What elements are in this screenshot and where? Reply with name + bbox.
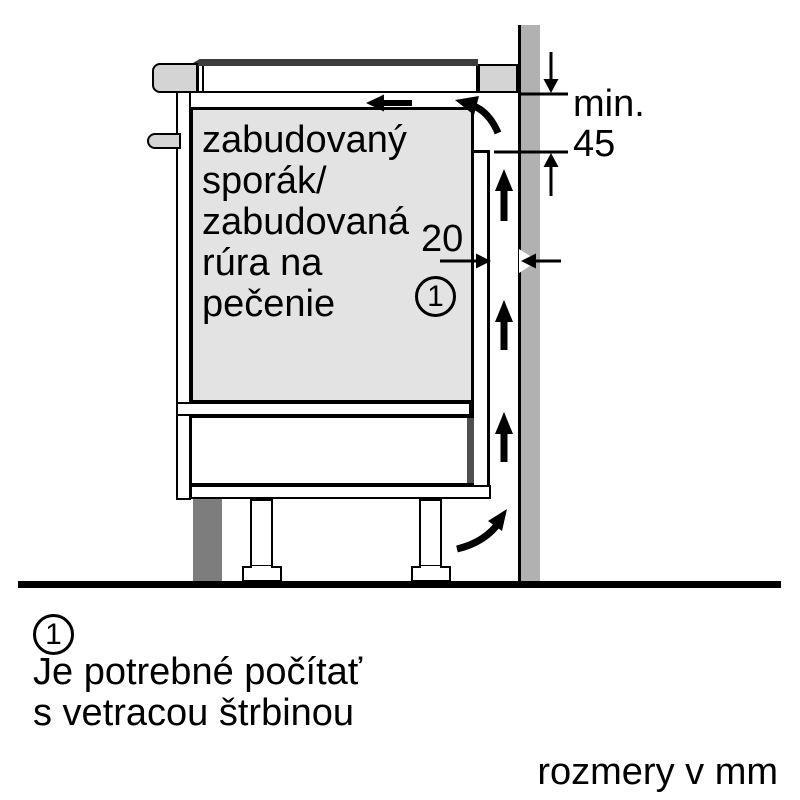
dim-arrow-up-icon xyxy=(543,153,559,167)
callout-marker-number: 1 xyxy=(427,279,444,313)
cooktop-body xyxy=(197,63,478,93)
rear-gap-value: 20 xyxy=(421,218,464,260)
wall xyxy=(518,25,540,581)
cooktop-edge-line xyxy=(202,65,204,91)
airflow-up-arrow-icon xyxy=(495,300,513,322)
cooktop-surface xyxy=(188,59,478,66)
cooktop-left-cap xyxy=(152,63,198,93)
legend-marker: 1 xyxy=(33,614,74,655)
oven-cavity xyxy=(190,107,474,403)
leg-left-joint xyxy=(252,566,271,569)
leg-right xyxy=(419,499,442,567)
plinth xyxy=(193,499,222,581)
airflow-curve-bottom-icon xyxy=(488,509,507,531)
floor-line xyxy=(18,581,781,588)
leg-left xyxy=(250,499,273,567)
drawer-rear-strip xyxy=(467,418,474,483)
counter-filler-block xyxy=(478,64,518,93)
cabinet-base xyxy=(190,485,491,499)
airflow-up-arrow-icon xyxy=(495,412,513,434)
leg-right-joint xyxy=(421,566,440,569)
airflow-up-arrow-icon xyxy=(495,169,513,191)
drawer xyxy=(190,416,474,485)
callout-marker: 1 xyxy=(415,276,456,317)
units-note: rozmery v mm xyxy=(537,751,778,793)
top-clearance-label: min. 45 xyxy=(573,84,703,164)
legend-note: Je potrebné počítať s vetracou štrbinou xyxy=(33,651,363,734)
top-clearance-value: 45 xyxy=(573,123,616,165)
legend-marker-number: 1 xyxy=(45,617,62,651)
appliance-label: zabudovaný sporák/ zabudovaná rúra na pe… xyxy=(202,119,410,325)
rear-vent-channel xyxy=(471,150,490,485)
dim-arrow-down-icon xyxy=(543,79,559,93)
top-clearance-prefix: min. xyxy=(573,83,645,125)
oven-front-frame xyxy=(176,91,191,500)
cabinet-rail xyxy=(176,402,471,416)
oven-handle xyxy=(147,133,181,149)
